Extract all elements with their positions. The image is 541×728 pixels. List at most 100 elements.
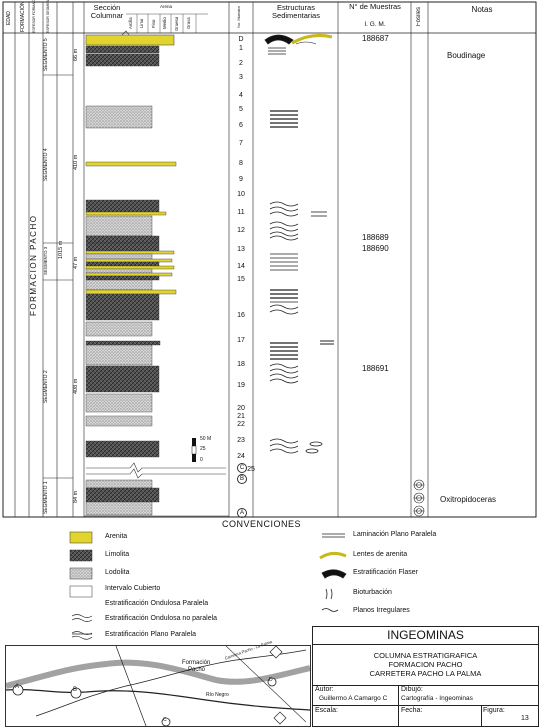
map-label-formacion: Formación	[182, 660, 211, 666]
sample-id: 188690	[362, 244, 389, 253]
legend-item-plano-paralela: Estratificación Plano Paralela	[105, 631, 197, 638]
header-muestras-sub: I. G. M.	[364, 21, 386, 28]
bed-lodolita	[85, 321, 153, 337]
bed-lodolita	[85, 268, 153, 274]
sample-num-5: 5	[239, 106, 243, 113]
bed-limolita	[85, 487, 160, 503]
sample-num-A: A	[237, 508, 247, 518]
bed-limolita	[85, 235, 160, 244]
legend-item-laminacion: Laminación Plano Paralela	[353, 531, 437, 538]
legend-item-lodolita: Lodolita	[105, 569, 130, 576]
sample-num-17: 17	[237, 337, 245, 344]
bed-arenita	[85, 265, 175, 270]
dibujo-label: Dibujó:	[401, 686, 423, 693]
fossil-symbols	[413, 479, 425, 517]
sample-num-25: 25	[247, 466, 255, 473]
bed-lodolita	[85, 279, 153, 291]
lithology-column	[85, 30, 425, 517]
fecha-label: Fecha:	[401, 707, 423, 714]
sample-num-23: 23	[237, 437, 245, 444]
sample-num-22: 22	[237, 421, 245, 428]
header-estructuras: Estructuras Sedimentarias	[272, 3, 320, 20]
bed-lodolita	[85, 415, 153, 427]
bed-lodolita	[85, 479, 153, 489]
bed-lodolita	[85, 105, 153, 129]
legend-item-bioturbacion: Bioturbación	[353, 589, 392, 596]
sample-num-19: 19	[237, 382, 245, 389]
bed-arenita	[85, 272, 173, 277]
bed-lodolita	[85, 393, 153, 413]
location-map: A B C D Formación Pacho Carretera Pacho …	[5, 639, 311, 727]
dibujo-value: Cartografía - Ingeominas	[401, 695, 473, 702]
bed-limolita	[85, 293, 160, 321]
sample-id: 188689	[362, 233, 389, 242]
bed-limolita	[85, 261, 160, 267]
map-point-C: C	[163, 717, 167, 723]
title-line3: CARRETERA PACHO LA PALMA	[369, 669, 482, 678]
legend-item-flaser: Estratificación Flaser	[353, 569, 418, 576]
bed-arenita	[85, 34, 175, 46]
map-point-A: A	[15, 684, 20, 690]
sample-num-7: 7	[239, 140, 243, 147]
note-boudinage: Boudinage	[447, 51, 486, 60]
sample-num-4: 4	[239, 92, 243, 99]
map-point-B: B	[73, 687, 78, 693]
bed-limolita	[85, 53, 160, 67]
sample-num-B: B	[237, 474, 247, 484]
sample-num-24: 24	[237, 453, 245, 460]
note-oxitropidoceras: Oxitropidoceras	[440, 495, 497, 504]
stratigraphic-column: EDAD FORMACIÓN ESPESOR FORMACIÓN ESPESOR…	[2, 0, 537, 518]
sample-num-15: 15	[237, 276, 245, 283]
legend-item-intervalo: Intervalo Cubierto	[105, 585, 161, 592]
bed-limolita	[85, 440, 160, 458]
header-seccion: Sección Columnar	[90, 3, 124, 20]
bed-arenita	[85, 258, 173, 263]
header-arena: Arena	[160, 4, 173, 9]
sample-num-C: C	[237, 463, 247, 473]
header-notas: Notas	[471, 5, 493, 14]
legend-swatches	[69, 531, 347, 640]
bed-lodolita	[85, 253, 153, 260]
bed-arenita	[85, 250, 175, 255]
sample-id: 188691	[362, 364, 389, 373]
sample-num-6: 6	[239, 122, 243, 129]
bed-limolita	[85, 242, 160, 252]
map-label-rio: Río Negro	[206, 692, 229, 698]
map-point-D: D	[269, 677, 273, 683]
sample-num-12: 12	[237, 227, 245, 234]
title-block: INGEOMINAS COLUMNA ESTRATIGRAFICA FORMAC…	[312, 626, 539, 727]
legend-item-arenita: Arenita	[105, 533, 128, 540]
sample-num-10: 10	[237, 191, 245, 198]
autor-value: Guillermo A Camargo C	[319, 695, 388, 702]
legend-item-ondulosa-paralela: Estratificación Ondulosa Paralela	[105, 600, 209, 607]
bed-limolita	[85, 199, 160, 213]
structures	[264, 34, 334, 454]
sample-num-9: 9	[239, 176, 243, 183]
sample-num-20: 20	[237, 405, 245, 412]
figura-label: Figura:	[483, 707, 505, 714]
sample-num-13: 13	[237, 246, 245, 253]
bed-limolita	[85, 275, 160, 281]
legend-item-planos: Planos Irregulares	[353, 607, 410, 614]
scale-label-25: 25	[200, 446, 206, 452]
bed-lodolita	[85, 344, 153, 366]
map-label-pacho: Pacho	[188, 667, 206, 673]
bed-arenita	[85, 161, 177, 167]
bed-lodolita	[85, 501, 153, 516]
autor-label: Autor:	[315, 686, 334, 693]
legend: CONVENCIONES Arenita Limolita Lodolita I…	[0, 518, 541, 648]
bed-limolita	[85, 340, 161, 346]
sample-num-2: 2	[239, 60, 243, 67]
title-line2: FORMACION PACHO	[388, 660, 463, 669]
sample-num-16: 16	[237, 312, 245, 319]
bed-arenita	[85, 211, 167, 216]
bed-limolita	[85, 365, 160, 393]
sample-num-14: 14	[237, 263, 245, 270]
title-org: INGEOMINAS	[313, 628, 538, 645]
legend-item-ondulosa-no-paralela: Estratificación Ondulosa no paralela	[105, 615, 218, 622]
sample-num-11: 11	[237, 209, 245, 216]
escala-label: Escala:	[315, 707, 338, 714]
bed-arenita	[85, 289, 177, 295]
sample-id: 188687	[362, 34, 389, 43]
sample-num-D: D	[238, 36, 244, 43]
